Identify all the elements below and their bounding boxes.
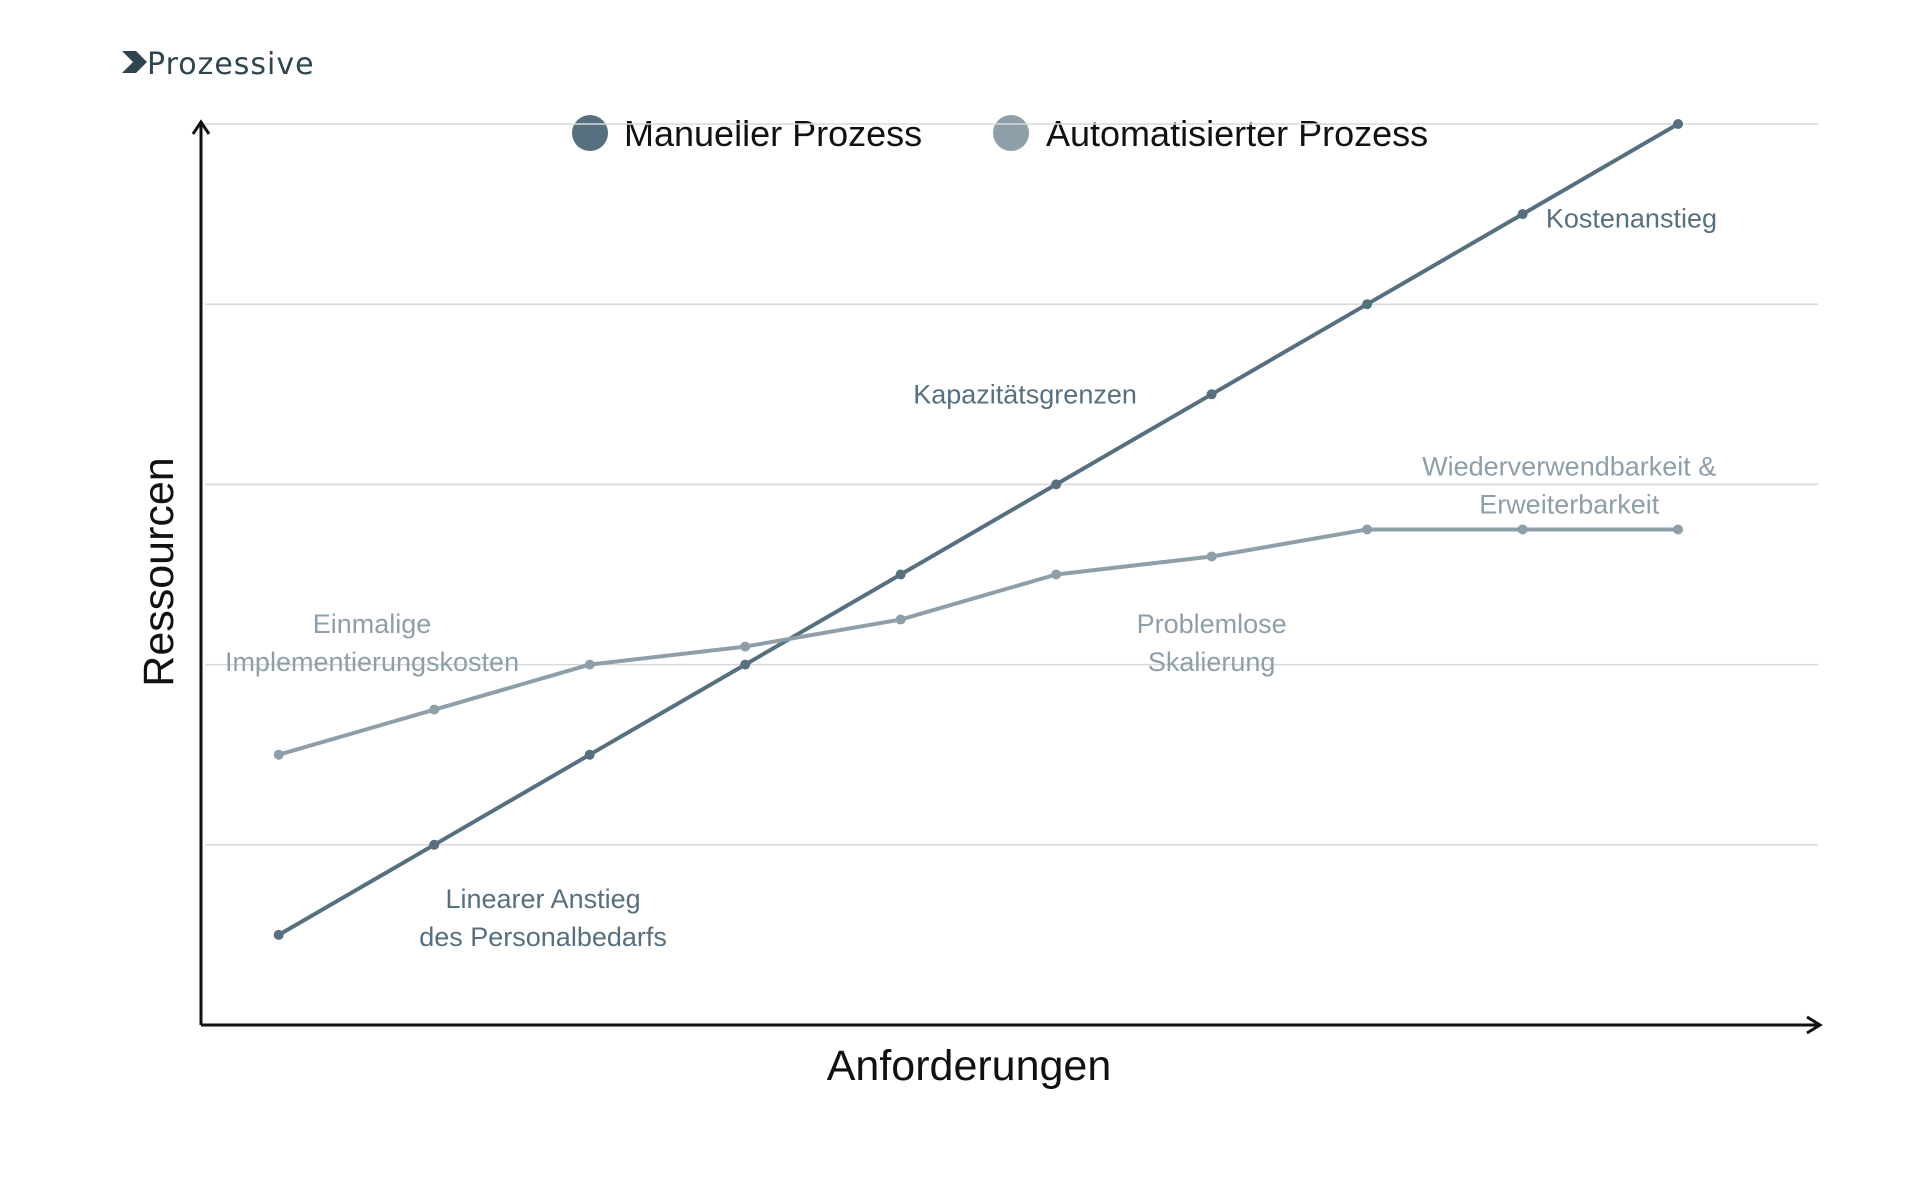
data-point [1362,524,1373,535]
data-point [1673,524,1684,535]
annotation-line: Wiederverwendbarkeit & [1422,451,1716,481]
grid [205,123,1818,846]
data-point [429,839,440,850]
series-line-0 [276,122,1681,937]
annotation-1: Kapazitätsgrenzen [913,379,1137,409]
data-point [1051,569,1062,580]
y-axis-title: Ressourcen [135,457,183,686]
data-point [584,659,595,670]
data-point [1517,209,1528,220]
data-point [895,614,906,625]
annotation-0: Kostenanstieg [1546,204,1717,234]
y-axis-arrow-icon [191,119,211,135]
legend: Manueller Prozess Automatisierter Prozess [572,113,1428,154]
data-point [429,704,440,715]
data-point [1673,119,1684,129]
annotation-2: Linearer Anstieg des Personalbedarfs [419,884,667,952]
annotation-line: des Personalbedarfs [419,922,667,952]
data-point [273,929,284,940]
legend-marker-1 [993,115,1029,151]
legend-marker-0 [572,115,608,151]
brand-name: Prozessive [147,47,315,82]
series-layer [273,119,1684,940]
annotation-line: Erweiterbarkeit [1479,489,1660,519]
brand-logo: Prozessive [122,47,315,82]
data-point [740,659,751,670]
annotation-line: Kapazitätsgrenzen [913,379,1137,409]
data-point [1362,299,1373,310]
annotation-3: Wiederverwendbarkeit & Erweiterbarkeit [1422,451,1716,519]
data-point [1206,551,1217,562]
data-point [584,749,595,760]
x-axis-arrow-icon [1806,1015,1823,1035]
data-point [273,749,284,760]
x-axis-title: Anforderungen [827,1042,1112,1090]
annotation-line: Problemlose [1137,609,1287,639]
series-line-1 [276,527,1681,757]
data-point [1517,524,1528,535]
data-point [1206,389,1217,400]
brand-chevron-icon [122,51,147,73]
legend-label-1: Automatisierter Prozess [1046,113,1428,154]
axes [191,119,1823,1035]
data-point [1051,479,1062,490]
data-point [740,641,751,652]
annotation-line: Implementierungskosten [225,647,519,677]
legend-label-0: Manueller Prozess [624,113,922,154]
data-point [895,569,906,580]
annotation-line: Linearer Anstieg [445,884,640,914]
annotation-line: Kostenanstieg [1546,204,1717,234]
annotation-line: Einmalige [313,609,432,639]
annotation-line: Skalierung [1148,647,1276,677]
